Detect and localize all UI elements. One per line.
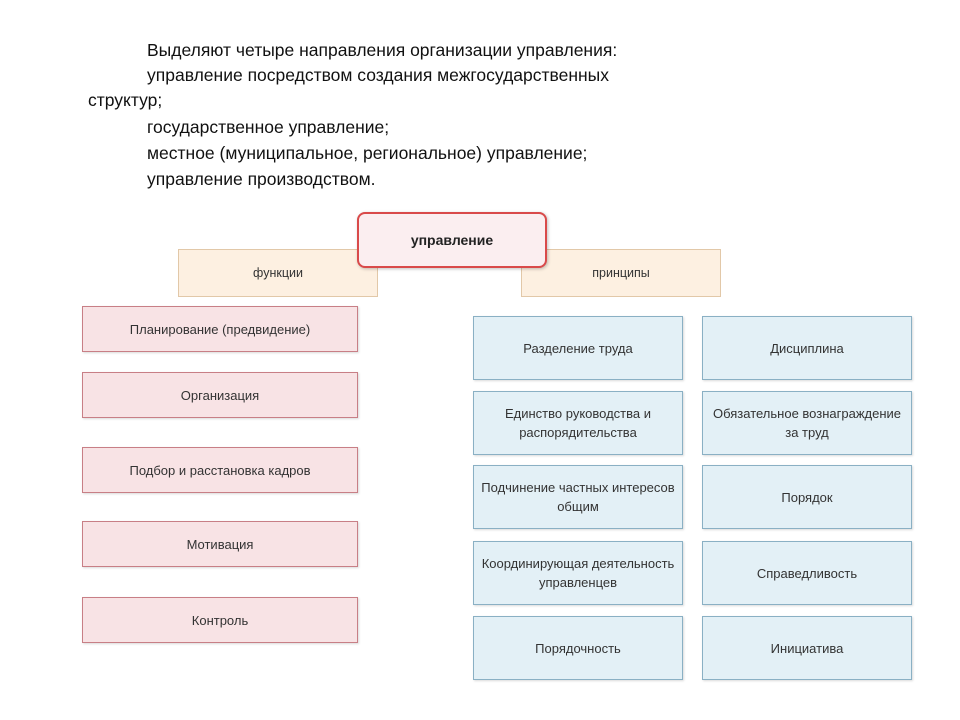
function-staffing: Подбор и расстановка кадров [82,447,358,493]
principles-header: принципы [521,249,721,297]
principle-order: Порядок [702,465,912,529]
intro-line-structures: структур; [88,90,163,110]
principle-subordination: Подчинение частных интересов общим [473,465,683,529]
intro-line-production: управление производством. [147,169,376,189]
management-box: управление [357,212,547,268]
intro-line-local: местное (муниципальное, региональное) уп… [147,143,588,163]
intro-line-state: государственное управление; [147,117,390,137]
intro-line-interstate: управление посредством создания межгосуд… [147,65,610,85]
function-organization: Организация [82,372,358,418]
function-planning: Планирование (предвидение) [82,306,358,352]
principle-discipline: Дисциплина [702,316,912,380]
principle-initiative: Инициатива [702,616,912,680]
intro-text: Выделяют четыре направления организации … [0,0,960,200]
function-motivation: Мотивация [82,521,358,567]
principle-division-of-labor: Разделение труда [473,316,683,380]
principle-decency: Порядочность [473,616,683,680]
principle-remuneration: Обязательное вознаграждение за труд [702,391,912,455]
function-control: Контроль [82,597,358,643]
principle-coordination: Координирующая деятельность управленцев [473,541,683,605]
principle-equity: Справедливость [702,541,912,605]
functions-header: функции [178,249,378,297]
principle-unity-of-command: Единство руководства и распорядительства [473,391,683,455]
intro-line-heading: Выделяют четыре направления организации … [147,40,618,60]
